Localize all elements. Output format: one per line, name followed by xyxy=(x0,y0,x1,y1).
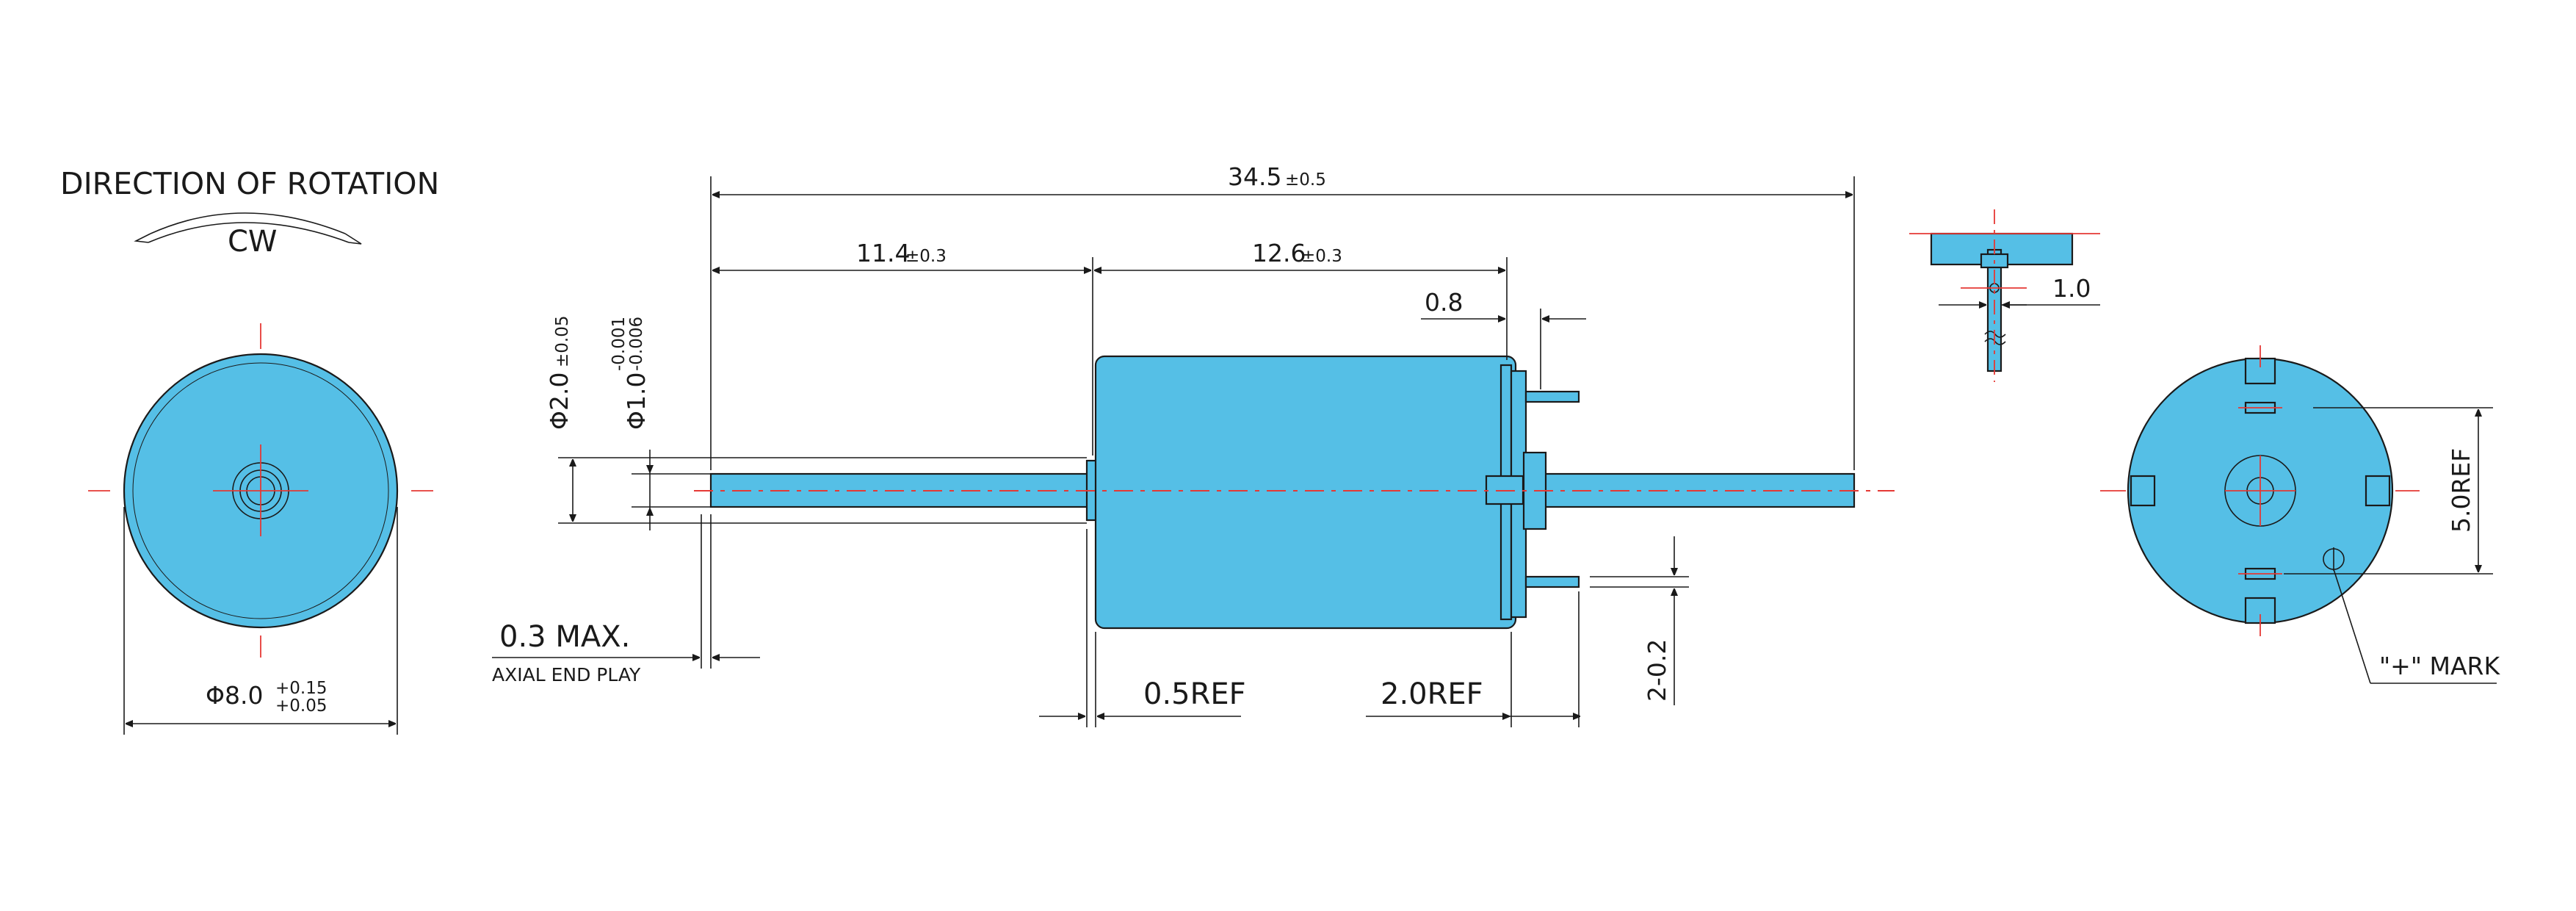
terminal-width-label: 1.0 xyxy=(2052,274,2091,303)
rotation-direction: CW xyxy=(228,225,277,259)
terminal-bottom xyxy=(1524,575,1580,588)
flange-ref-label: 0.5REF xyxy=(1143,677,1246,711)
axial-play-caption: AXIAL END PLAY xyxy=(492,664,641,685)
rotation-title: DIRECTION OF ROTATION xyxy=(60,166,439,201)
terminal-detail: 1.0 xyxy=(1909,209,2100,382)
terminal-ref-label: 2.0REF xyxy=(1381,677,1483,711)
shaft-length-tol: ±0.3 xyxy=(905,247,947,266)
rear-view: 5.0REF "+" MARK xyxy=(2100,345,2500,684)
shaft-length-label: 11.4 xyxy=(856,239,910,267)
motor-dia-tol-lower: +0.05 xyxy=(275,696,327,716)
terminal-spacing-label: 5.0REF xyxy=(2447,448,2475,533)
rear-tab-right xyxy=(2365,475,2391,507)
front-view: Φ8.0 +0.15 +0.05 xyxy=(88,323,433,735)
plus-mark-label: "+" MARK xyxy=(2379,652,2500,680)
rotation-section: DIRECTION OF ROTATION CW xyxy=(60,166,439,259)
motor-dia-label: Φ8.0 xyxy=(206,681,263,710)
rotation-arrow-right xyxy=(344,233,362,245)
body-length-tol: ±0.3 xyxy=(1301,247,1342,266)
overall-length-tol: ±0.5 xyxy=(1285,170,1326,190)
shaft-dia-label: Φ2.0 xyxy=(545,372,574,430)
motor-dia-tol-upper: +0.15 xyxy=(275,679,327,698)
rear-bearing xyxy=(1485,475,1524,505)
plus-mark-leader xyxy=(2333,569,2371,684)
rotation-arc xyxy=(150,212,346,234)
terminal-top xyxy=(1524,390,1580,403)
bearing-dia-label: Φ1.0 xyxy=(622,372,651,430)
shaft-dia-tol: ±0.05 xyxy=(553,316,572,367)
motor-can xyxy=(1094,355,1517,630)
terminal-thickness-label: 2-0.2 xyxy=(1643,639,1671,702)
body-length-label: 12.6 xyxy=(1252,239,1306,267)
rear-tab-left xyxy=(2130,475,2156,507)
overall-length-label: 34.5 xyxy=(1228,162,1281,191)
bearing-dia-tol-upper: -0.001 xyxy=(609,317,629,371)
bearing-dia-tol-lower: -0.006 xyxy=(627,317,646,371)
rotation-arrow-left xyxy=(134,233,151,243)
break-mark xyxy=(1984,331,2006,338)
side-view: 34.5 ±0.5 11.4 ±0.3 12.6 ±0.3 0.8 Φ2.0 ±… xyxy=(492,162,1895,727)
terminal-offset-label: 0.8 xyxy=(1425,288,1463,317)
axial-play-label: 0.3 MAX. xyxy=(499,620,630,654)
